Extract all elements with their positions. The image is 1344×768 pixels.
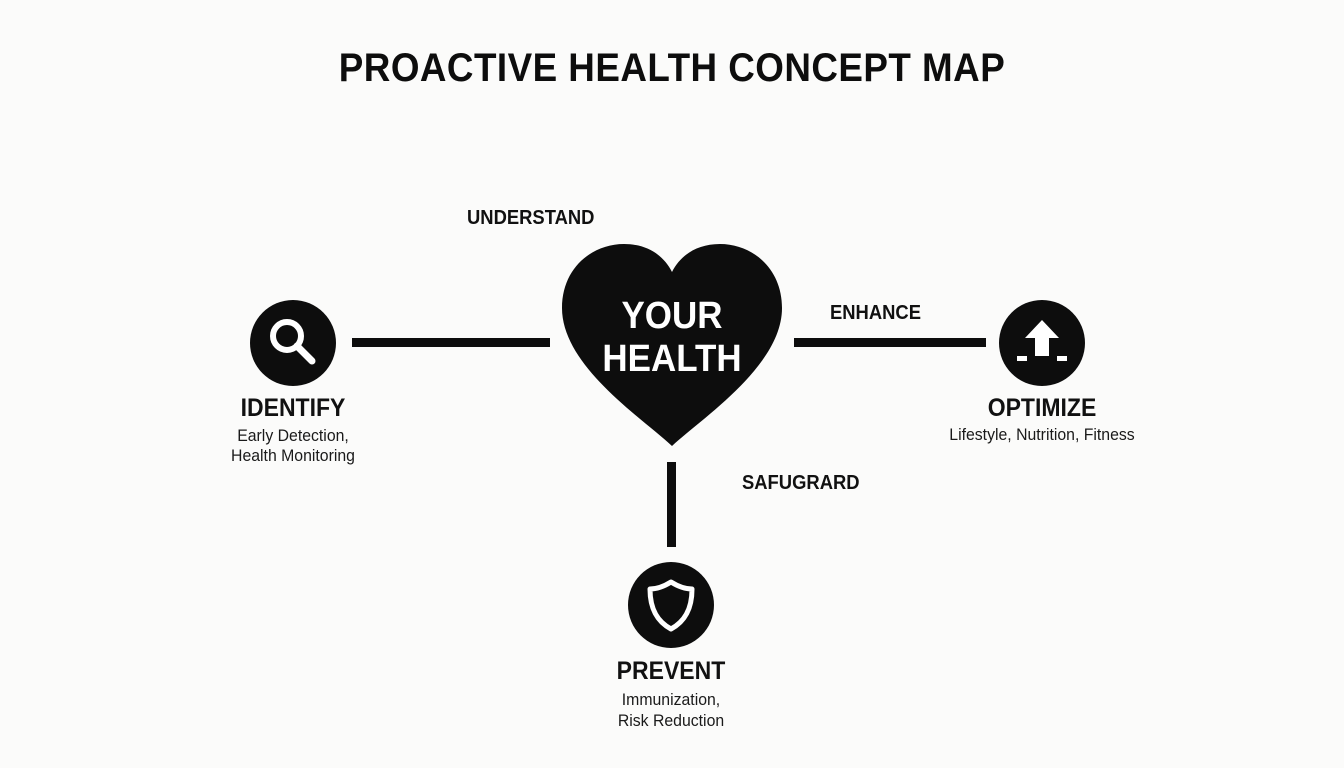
node-desc-optimize-line1: Lifestyle, Nutrition, Fitness: [949, 425, 1135, 444]
center-label-line2: HEALTH: [602, 338, 742, 380]
magnifier-icon: [250, 300, 336, 386]
center-label-line1: YOUR: [621, 295, 723, 337]
node-desc-prevent-line1: Immunization,: [621, 690, 721, 709]
node-title-optimize: OPTIMIZE: [987, 394, 1097, 422]
connector-optimize: [794, 338, 986, 347]
heart-icon: [562, 244, 782, 446]
connector-identify: [352, 338, 550, 347]
edge-label-safeguard: SAFUGRARD: [742, 472, 860, 494]
node-title-prevent: PREVENT: [616, 657, 726, 685]
edge-label-understand: UNDERSTAND: [467, 207, 595, 229]
page-title: PROACTIVE HEALTH CONCEPT MAP: [338, 46, 1006, 90]
shield-icon: [628, 562, 714, 648]
connector-prevent: [667, 462, 676, 547]
upload-arrow-icon: [999, 300, 1085, 386]
node-desc-prevent-line2: Risk Reduction: [617, 711, 725, 730]
edge-label-enhance: ENHANCE: [830, 302, 921, 324]
node-desc-identify-line2: Health Monitoring: [231, 446, 355, 465]
node-title-identify: IDENTIFY: [240, 394, 346, 422]
node-desc-identify-line1: Early Detection,: [237, 426, 349, 445]
